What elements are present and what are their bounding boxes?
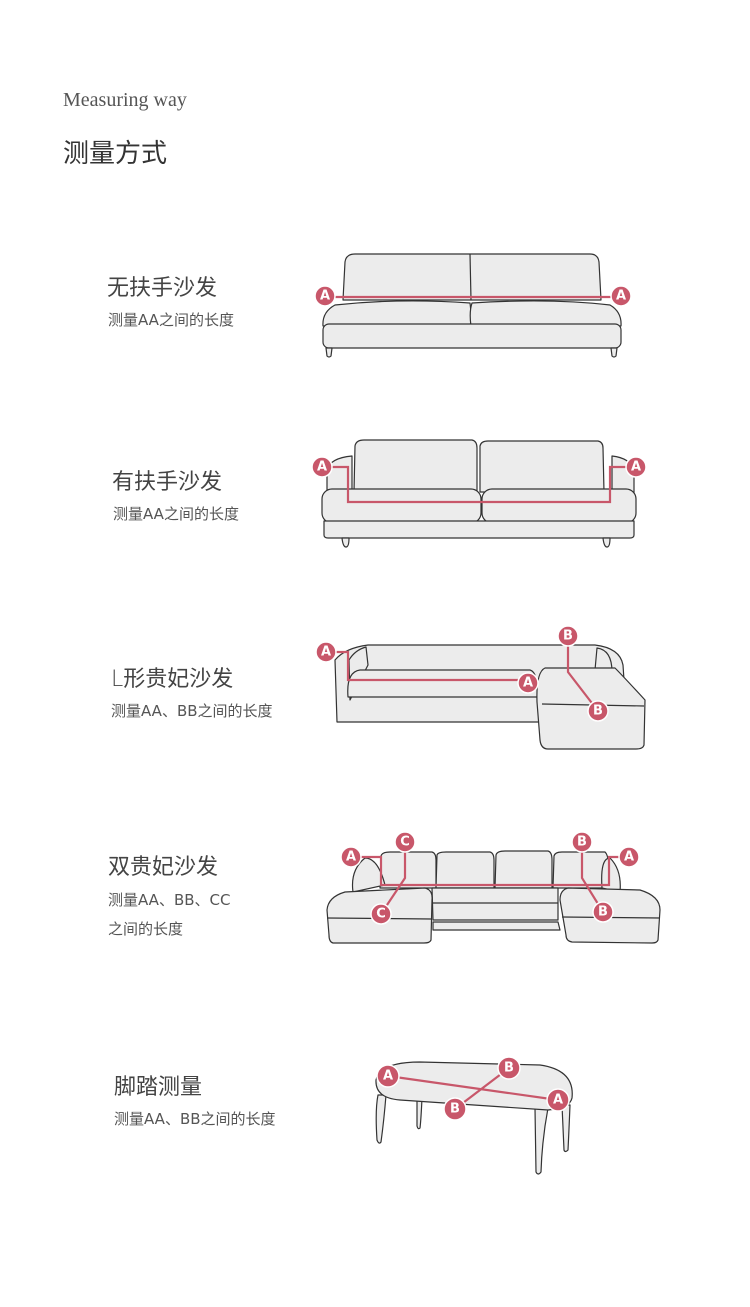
svg-text:A: A	[631, 460, 641, 475]
marker-b-bottom: B	[592, 901, 614, 923]
marker-a-right: A	[546, 1088, 570, 1112]
svg-text:B: B	[563, 629, 573, 644]
svg-text:A: A	[523, 676, 533, 691]
svg-text:A: A	[320, 289, 330, 304]
svg-text:A: A	[346, 850, 356, 865]
marker-b-top: B	[497, 1056, 521, 1080]
marker-a-left: A	[314, 285, 336, 307]
marker-a-right: A	[625, 456, 647, 478]
marker-b-top: B	[571, 831, 593, 853]
svg-text:A: A	[553, 1093, 563, 1108]
l-shape-sofa-illustration: A A B B	[315, 625, 646, 750]
section-armed-title: 有扶手沙发	[112, 470, 223, 495]
section-armless-desc: 测量AA之间的长度	[108, 311, 234, 329]
section-ottoman-desc: 测量AA、BB之间的长度	[114, 1110, 276, 1128]
marker-a-left: A	[315, 641, 337, 663]
marker-a-left: A	[340, 846, 362, 868]
section-double-chaise-desc: 测量AA、BB、CC	[108, 891, 231, 909]
title-english: Measuring way	[63, 89, 187, 111]
marker-c-bottom: C	[370, 903, 392, 925]
section-l-shape-title: L形贵妃沙发	[111, 667, 234, 692]
svg-text:C: C	[376, 907, 386, 922]
svg-text:B: B	[504, 1061, 514, 1076]
svg-text:A: A	[317, 460, 327, 475]
section-double-chaise-desc2: 之间的长度	[108, 920, 184, 938]
section-l-shape-desc: 测量AA、BB之间的长度	[111, 702, 273, 720]
marker-a-right: A	[517, 672, 539, 694]
svg-text:B: B	[577, 835, 587, 850]
double-chaise-sofa-illustration: A A C C B B	[326, 831, 661, 944]
svg-text:A: A	[321, 645, 331, 660]
svg-text:C: C	[400, 835, 410, 850]
marker-a-left: A	[376, 1064, 400, 1088]
svg-text:A: A	[624, 850, 634, 865]
marker-b-bottom: B	[587, 700, 609, 722]
armless-sofa-illustration: A A	[314, 253, 632, 358]
section-armless-title: 无扶手沙发	[107, 276, 218, 301]
armed-sofa-illustration: A A	[311, 439, 647, 548]
svg-text:A: A	[383, 1069, 393, 1084]
marker-a-left: A	[311, 456, 333, 478]
marker-b-bottom: B	[443, 1097, 467, 1121]
svg-text:B: B	[598, 905, 608, 920]
ottoman-illustration: A A B B	[375, 1056, 573, 1175]
marker-a-right: A	[618, 846, 640, 868]
title-chinese: 测量方式	[63, 139, 168, 169]
marker-c-top: C	[394, 831, 416, 853]
section-armed-desc: 测量AA之间的长度	[113, 505, 239, 523]
section-ottoman-title: 脚踏测量	[114, 1075, 203, 1100]
svg-text:B: B	[593, 704, 603, 719]
svg-text:B: B	[450, 1102, 460, 1117]
marker-a-right: A	[610, 285, 632, 307]
svg-text:A: A	[616, 289, 626, 304]
section-double-chaise-title: 双贵妃沙发	[108, 855, 219, 880]
marker-b-top: B	[557, 625, 579, 647]
